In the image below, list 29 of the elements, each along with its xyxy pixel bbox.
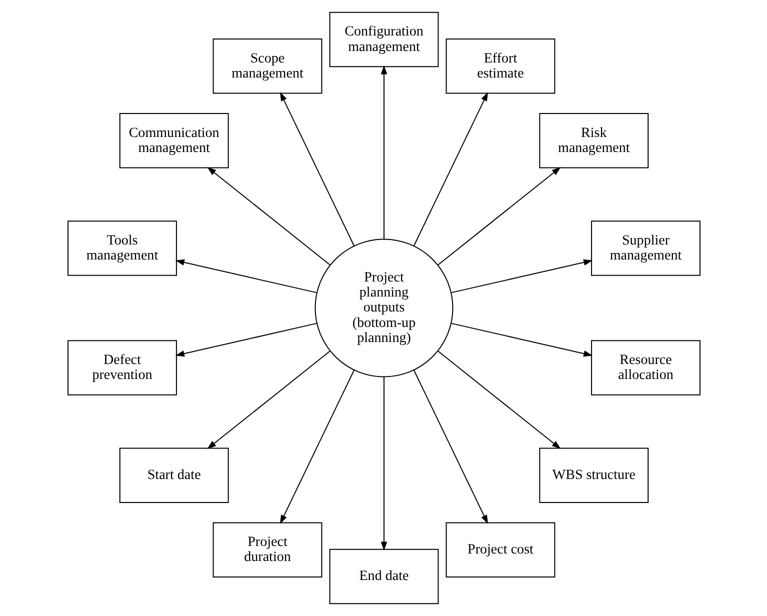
arrow xyxy=(412,92,488,246)
node-box: Start date xyxy=(118,448,228,504)
node-box: Project duration xyxy=(212,522,322,578)
node-box: Supplier management xyxy=(590,220,700,276)
arrow xyxy=(450,259,592,294)
arrow xyxy=(206,350,330,450)
arrow xyxy=(436,166,560,266)
node-box: Configuration management xyxy=(328,12,438,68)
node-box: Risk management xyxy=(538,112,648,168)
node-box: Project cost xyxy=(445,522,555,578)
arrow xyxy=(380,376,387,551)
node-box: Resource allocation xyxy=(590,340,700,396)
arrow xyxy=(174,322,317,357)
arrow xyxy=(436,350,560,450)
arrow xyxy=(174,259,317,294)
arrow xyxy=(206,166,330,266)
arrow xyxy=(380,65,387,240)
arrow xyxy=(279,370,354,524)
node-box: End date xyxy=(328,548,438,604)
arrow xyxy=(450,322,592,357)
node-box: Defect prevention xyxy=(67,340,176,396)
node-box: Scope management xyxy=(212,38,322,94)
node-box: Communication management xyxy=(118,112,228,168)
node-circle: Project planning outputs (bottom-up planning) xyxy=(314,238,453,378)
node-box: Tools management xyxy=(67,220,176,276)
node-box: WBS structure xyxy=(538,448,648,504)
arrow xyxy=(279,92,354,246)
node-box: Effort estimate xyxy=(445,38,555,94)
arrow xyxy=(412,370,488,524)
